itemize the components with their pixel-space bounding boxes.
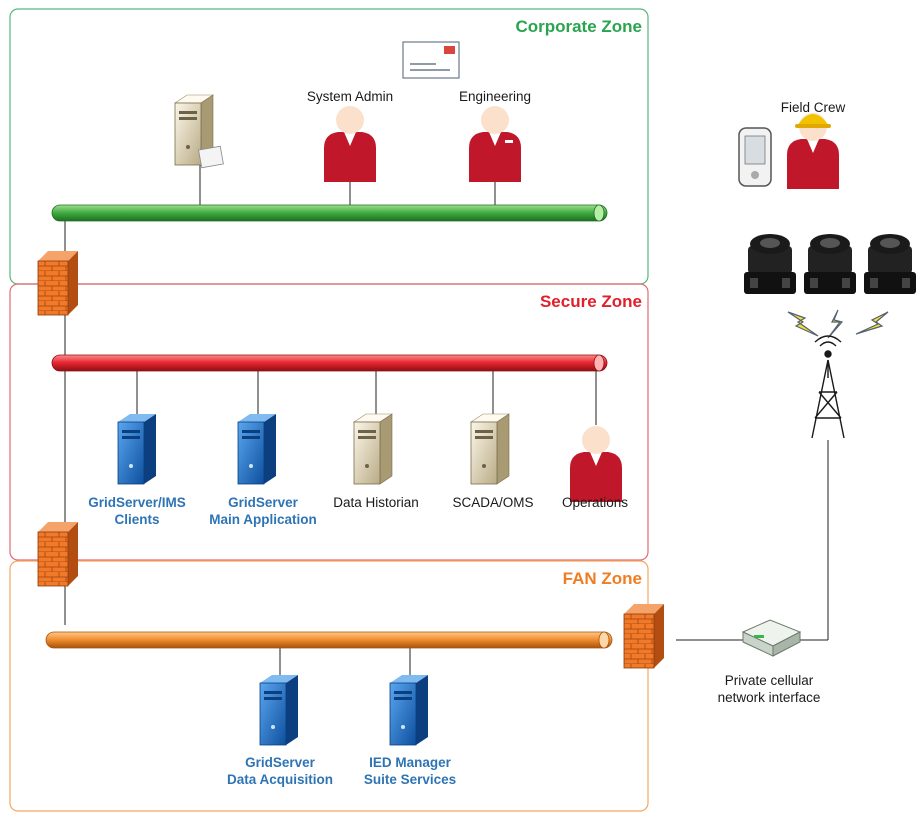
data-historian-label: Data Historian — [333, 495, 419, 510]
ied-manager-server-icon — [389, 674, 429, 746]
gridserver-daq-label: GridServer Data Acquisition — [226, 755, 333, 787]
gridserver-ims-server-icon — [117, 413, 157, 485]
fan-bus — [45, 631, 613, 649]
field-crew-person-icon — [787, 113, 839, 189]
operations-label: Operations — [561, 495, 629, 510]
cellular-router-icon — [741, 619, 802, 657]
secure-bus — [51, 354, 608, 372]
cell-tower-icon — [811, 335, 845, 439]
system-admin-icon — [324, 106, 376, 182]
operations-person-icon — [570, 426, 622, 502]
gridserver-main-server-icon — [237, 413, 277, 485]
engineering-label: Engineering — [458, 89, 532, 104]
handheld-device-icon — [738, 127, 772, 187]
gridserver-daq-server-icon — [259, 674, 299, 746]
scada-oms-label: SCADA/OMS — [452, 495, 534, 510]
connector-lines — [64, 165, 829, 680]
smart-meter-icon — [864, 234, 916, 294]
secure-zone-box — [9, 283, 649, 561]
wireless-signal-icon — [787, 309, 889, 339]
smart-meter-icon — [804, 234, 856, 294]
corporate-bus — [51, 204, 608, 222]
firewall-icon — [37, 250, 79, 316]
field-crew-label: Field Crew — [780, 100, 846, 115]
gridserver-ims-label: GridServer/IMS Clients — [88, 495, 186, 527]
smart-meter-icon — [744, 234, 796, 294]
private-cellular-label: Private cellular network interface — [717, 673, 821, 705]
secure-zone-title: Secure Zone — [539, 292, 642, 311]
fan-zone-title: FAN Zone — [562, 569, 642, 588]
email-envelope-icon — [402, 41, 460, 79]
firewall-icon — [37, 521, 79, 587]
data-historian-server-icon — [353, 413, 393, 485]
corporate-zone-title: Corporate Zone — [515, 17, 642, 36]
gridserver-main-label: GridServer Main Application — [209, 495, 317, 527]
scada-oms-server-icon — [470, 413, 510, 485]
engineering-person-icon — [469, 106, 521, 182]
system-admin-label: System Admin — [306, 89, 394, 104]
firewall-icon — [623, 603, 665, 669]
ied-manager-label: IED Manager Suite Services — [363, 755, 457, 787]
mail-server-icon — [174, 94, 224, 169]
fan-zone-box — [9, 560, 649, 812]
